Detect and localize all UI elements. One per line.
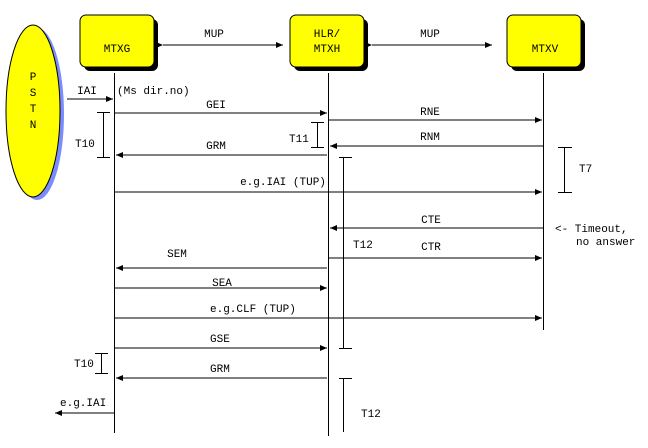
pstn-letter: S: [30, 88, 37, 100]
timer-label: T7: [579, 164, 592, 176]
timer-t12-2: T12: [339, 378, 381, 432]
timer-t7: T7: [558, 147, 592, 193]
message-label: SEA: [212, 278, 232, 290]
message-label: e.g.IAI (TUP): [240, 177, 326, 189]
node-label: HLR/: [314, 29, 340, 41]
message-label: CTR: [421, 242, 441, 254]
timer-t11: T11: [289, 122, 324, 148]
message-label: IAI: [77, 86, 97, 98]
message-iai-tup: e.g.IAI (TUP): [115, 177, 542, 195]
timer-t10-1: T10: [75, 112, 110, 158]
node-box: [506, 14, 582, 68]
message-grm: GRM: [116, 141, 327, 158]
message-sea: SEA: [115, 278, 327, 291]
pstn-entity: P S T N: [5, 24, 64, 200]
timer-label: T10: [75, 139, 95, 151]
node-mtxg: MTXG: [79, 14, 158, 71]
message-label: CTE: [421, 215, 441, 227]
message-cte: CTE <- Timeout, no answer: [330, 215, 635, 249]
timer-label: T11: [289, 134, 309, 146]
message-rnm: RNM: [330, 132, 543, 149]
message-label: GEI: [206, 100, 226, 112]
timer-label: T12: [353, 240, 373, 252]
ms-dir-no-note: (Ms dir.no): [117, 86, 190, 98]
message-iai: IAI (Ms dir.no): [67, 86, 190, 102]
link-label: MUP: [420, 29, 440, 41]
message-label: GRM: [206, 141, 226, 153]
node-label: MTXG: [104, 44, 130, 56]
node-label: MTXH: [314, 44, 340, 56]
message-gse: GSE: [115, 334, 327, 351]
pstn-letter: P: [30, 72, 37, 84]
timeout-note: <- Timeout,: [555, 224, 628, 236]
node-box: [289, 14, 365, 68]
timer-t12-1: T12: [339, 157, 373, 349]
timeout-note: no answer: [576, 237, 635, 249]
message-label: e.g.CLF (TUP): [210, 304, 296, 316]
timer-t10-2: T10: [74, 353, 108, 374]
pstn-ellipse: [5, 24, 61, 198]
message-label: GSE: [210, 334, 230, 346]
message-rne: RNE: [329, 107, 542, 123]
message-label: SEM: [167, 249, 187, 261]
message-sem: SEM: [116, 249, 327, 271]
node-box: [79, 14, 155, 68]
message-label: RNM: [420, 132, 440, 144]
message-gei: GEI: [115, 100, 327, 116]
mup-link-1: MUP: [156, 29, 283, 48]
message-clf-tup: e.g.CLF (TUP): [115, 304, 542, 321]
message-label: GRM: [210, 364, 230, 376]
message-grm-2: GRM: [116, 364, 327, 381]
node-mtxv: MTXV: [506, 14, 585, 71]
timer-label: T10: [74, 359, 94, 371]
timer-label: T12: [361, 409, 381, 421]
pstn-letter: T: [30, 104, 37, 116]
node-label: MTXV: [532, 44, 559, 56]
mup-link-2: MUP: [365, 29, 492, 48]
message-label: e.g.IAI: [60, 398, 106, 410]
message-label: RNE: [420, 107, 440, 119]
node-hlr-mtxh: HLR/ MTXH: [289, 14, 368, 71]
link-label: MUP: [204, 29, 224, 41]
message-ctr: CTR: [329, 242, 542, 261]
message-iai-out: e.g.IAI: [55, 398, 114, 416]
pstn-letter: N: [30, 120, 37, 132]
